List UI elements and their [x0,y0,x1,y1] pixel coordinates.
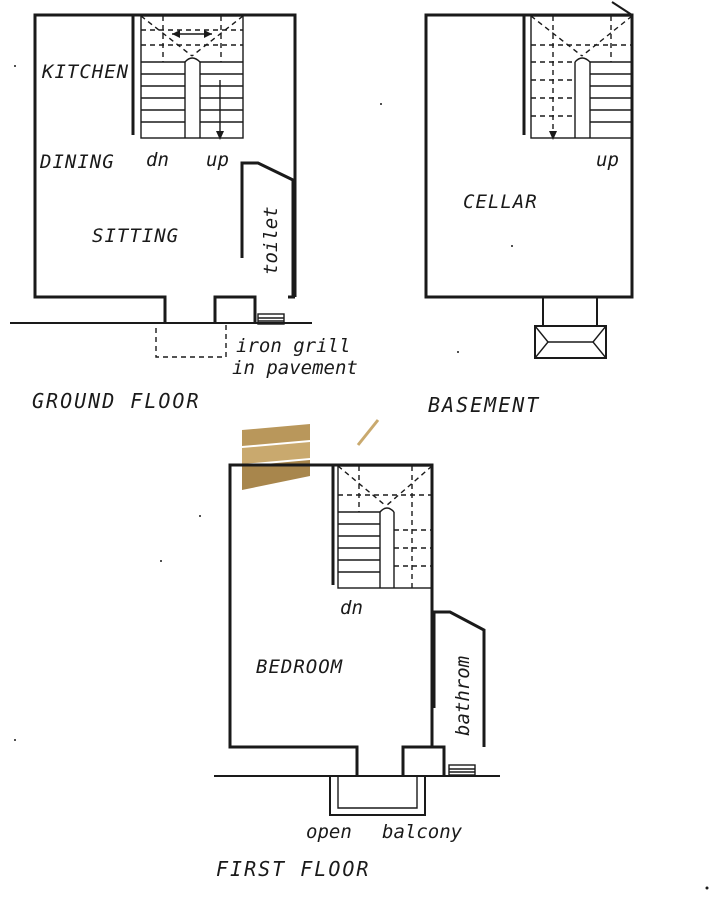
title-ground-floor: GROUND FLOOR [32,389,201,413]
title-first-floor: FIRST FLOOR [216,857,370,881]
stair-label-up: up [206,149,229,171]
basement-staircase [530,15,633,140]
basement-light-well [534,297,607,359]
basement-stair-label-up: up [596,149,619,171]
note-iron-grill: iron grill [236,335,350,357]
gold-stacked-bars-logo-icon [242,419,380,490]
first-floor-bathroom [432,610,486,776]
title-basement: BASEMENT [428,393,540,417]
first-floor-staircase [337,465,433,589]
basement-plan: CELLAR up BASEMENT [424,1,634,417]
ground-floor-plan: KITCHEN DINING SITTING toilet dn up iron… [10,13,358,413]
open-balcony [329,776,426,816]
room-label-sitting: SITTING [92,225,179,247]
balcony-label-open: open [306,821,352,843]
ground-toilet [240,161,295,325]
stair-label-dn: dn [146,149,169,171]
paper-specks [14,65,709,890]
room-label-bathroom: bathrom [452,656,474,736]
room-label-toilet: toilet [260,206,282,275]
room-label-kitchen: KITCHEN [41,61,129,83]
balcony-label-balcony: balcony [382,821,463,843]
ground-staircase [140,15,244,140]
room-label-cellar: CELLAR [463,191,538,213]
room-label-dining: DINING [39,151,115,173]
first-floor-stair-label-dn: dn [340,597,363,619]
first-floor-plan: BEDROOM bathrom dn open balcony FIRST FL… [214,463,500,881]
room-label-bedroom: BEDROOM [256,656,343,678]
note-in-pavement: in pavement [232,357,358,379]
